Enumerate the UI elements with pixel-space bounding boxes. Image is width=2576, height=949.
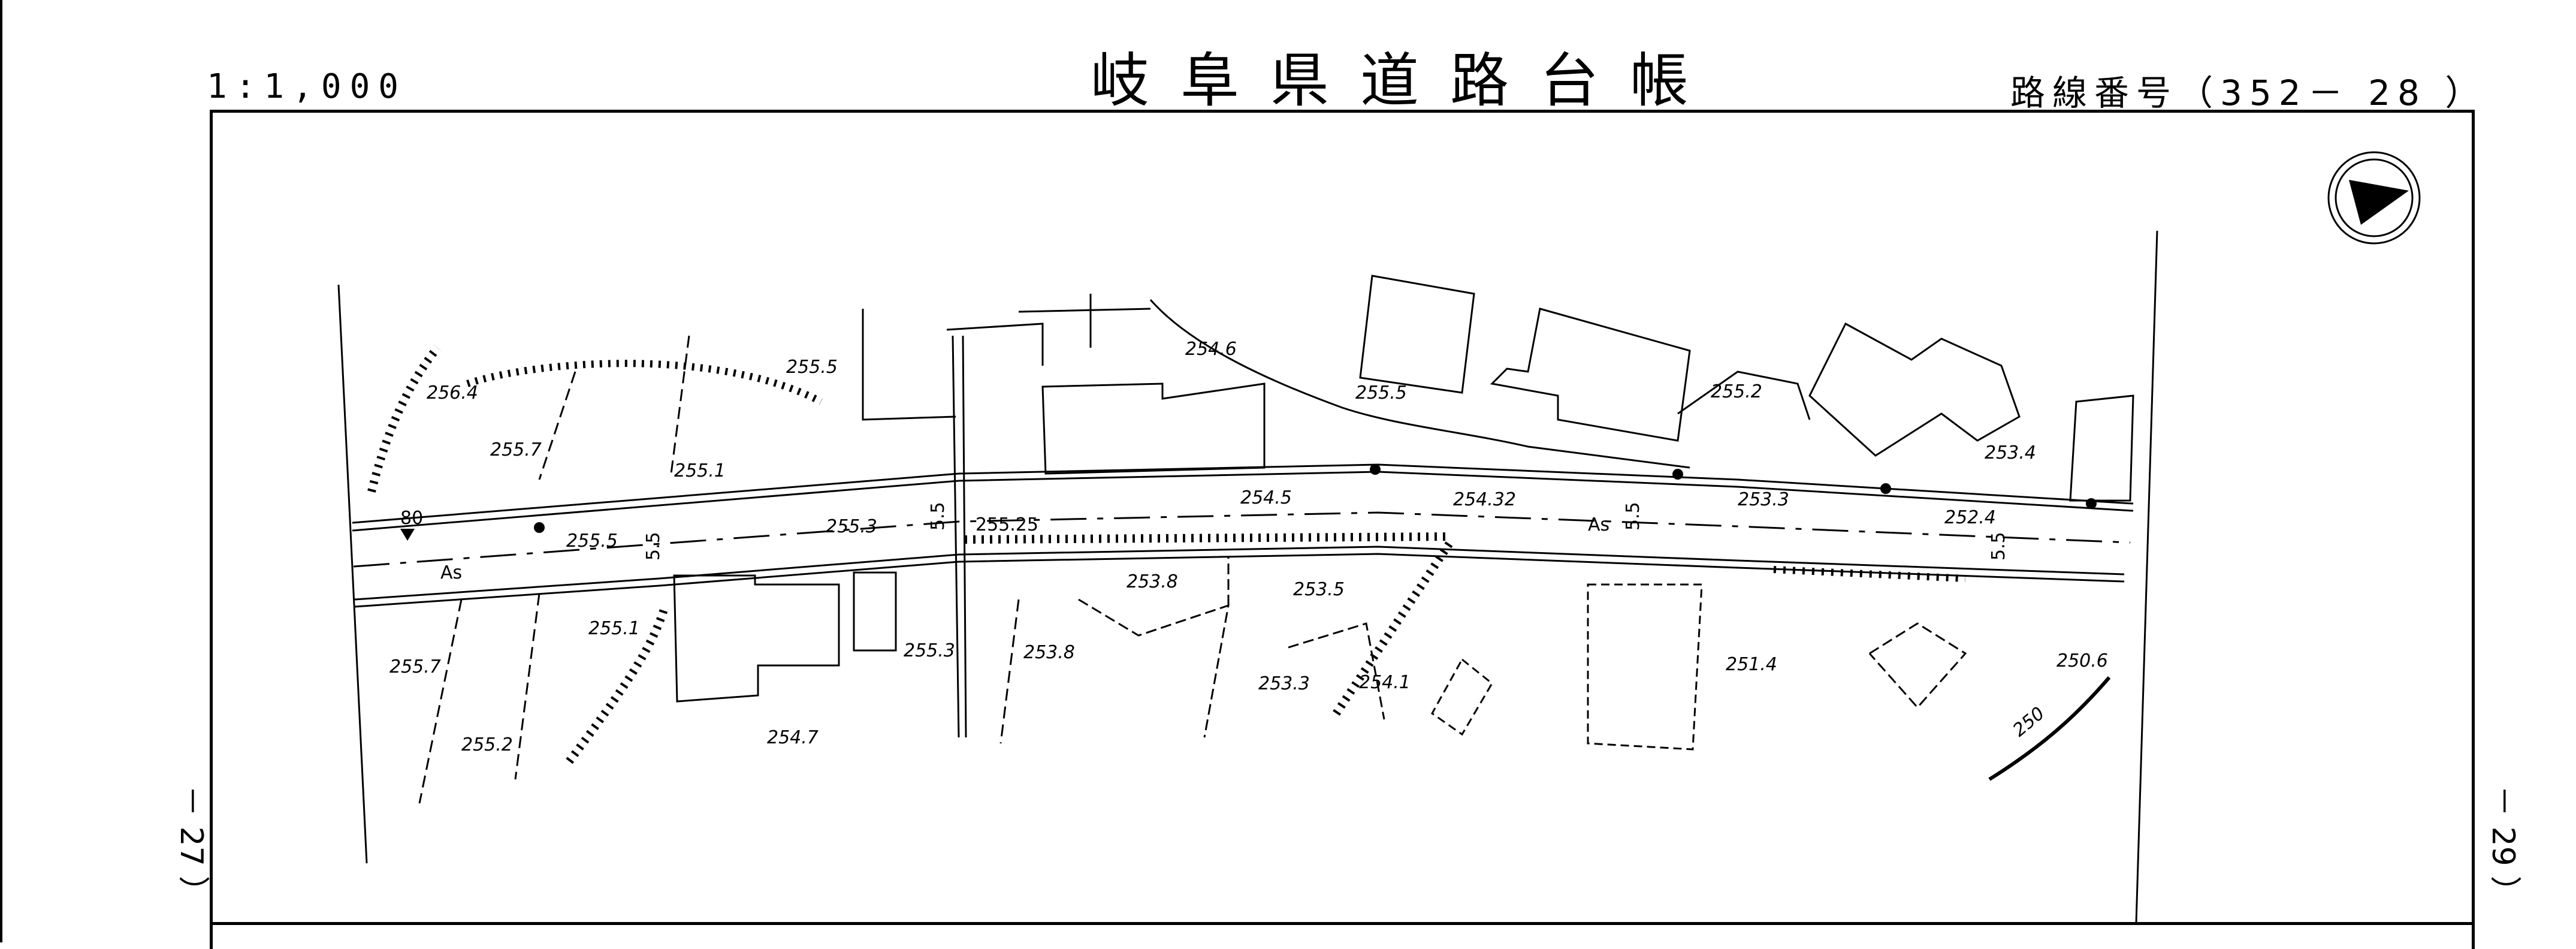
elevation-label: 253.8 — [1023, 642, 1075, 663]
elevation-label: 255.7 — [389, 656, 441, 677]
building — [1431, 658, 1493, 736]
north-arrow-inner — [2335, 158, 2414, 237]
building — [1359, 275, 1475, 394]
contour-label: 250 — [2009, 703, 2049, 742]
road-width: 5.5 — [928, 502, 949, 531]
adjacent-sheet-right[interactable]: － 29 ） — [2485, 785, 2521, 908]
road-edge-north — [352, 463, 2134, 524]
adjacent-sheet-left[interactable]: － 27 ） — [173, 785, 209, 908]
elevation-label: 255.2 — [1711, 381, 1762, 402]
elevation-label: 253.3 — [1738, 489, 1789, 510]
survey-point — [1370, 464, 1381, 475]
elevation-label: 255.3 — [826, 516, 877, 537]
elevation-label: 254.32 — [1453, 489, 1516, 510]
elevation-label: 251.4 — [1726, 654, 1777, 675]
parcel-line — [862, 294, 1151, 421]
elevation-label: 255.5 — [786, 357, 838, 378]
survey-point — [534, 522, 545, 533]
elevation-label: 253.4 — [1985, 442, 2036, 463]
crossing-road — [952, 335, 967, 738]
building — [1041, 382, 1266, 475]
elevation-label: 250.6 — [2056, 650, 2108, 671]
lot — [1587, 583, 1703, 751]
parcel-line — [1288, 622, 1967, 720]
road-marker: 80 — [400, 508, 423, 529]
elevation-label: 254.1 — [1359, 672, 1411, 693]
parcel-line — [1078, 558, 1230, 738]
building — [853, 571, 897, 652]
elevation-label: 255.3 — [904, 640, 955, 661]
road-start-marker — [400, 529, 415, 541]
elevation-label: 254.7 — [767, 727, 819, 748]
elevation-label: 255.2 — [461, 734, 513, 755]
elevation-label: 255.5 — [566, 531, 618, 552]
pavement-label: As — [1588, 514, 1609, 535]
road-edge-south-inner — [354, 553, 2125, 608]
road-center-line — [353, 511, 2131, 568]
slope — [466, 360, 823, 405]
survey-point — [1880, 483, 1891, 494]
elevation-label: 255.1 — [674, 460, 726, 481]
elevation-label: 253.8 — [1127, 571, 1178, 592]
legend-divider — [210, 922, 2475, 925]
building — [1490, 308, 1691, 442]
elevation-label: 253.3 — [1258, 673, 1310, 694]
building — [673, 574, 840, 703]
elevation-label: 255.1 — [588, 618, 640, 639]
road-edge-south — [354, 546, 2125, 601]
ditch-hatch — [964, 532, 1451, 544]
elevation-label: 255.25 — [976, 514, 1038, 535]
ditch-hatch-2 — [1773, 566, 1966, 582]
map-scale: 1:1,000 — [207, 67, 407, 106]
route-number: 路線番号（352－ 28 ） — [2010, 73, 2487, 113]
parcel-line — [418, 335, 1020, 804]
stream — [1149, 299, 1690, 469]
road-width: 5.5 — [1623, 502, 1644, 531]
building — [2069, 394, 2134, 502]
map-frame — [210, 110, 2475, 949]
contour-250 — [1988, 676, 2111, 781]
page-edge — [0, 0, 2, 942]
building — [1808, 322, 2021, 457]
map-edge-right — [2135, 230, 2158, 924]
slope — [367, 345, 441, 493]
elevation-label: 255.7 — [490, 439, 542, 460]
elevation-label: 254.5 — [1240, 487, 1292, 508]
elevation-label: 253.5 — [1293, 579, 1345, 600]
road-width: 5.5 — [1988, 532, 2009, 561]
slope — [1333, 540, 1454, 716]
page-title: 岐阜県道路台帳 — [1091, 47, 1720, 115]
survey-point — [2086, 498, 2097, 509]
elevation-label: 256.4 — [427, 382, 478, 403]
pavement-label: As — [440, 562, 462, 583]
north-arrow-icon — [2349, 180, 2409, 225]
elevation-label: 254.6 — [1185, 339, 1237, 360]
survey-point — [1672, 469, 1683, 480]
map-edge-left — [337, 284, 368, 864]
elevation-label: 252.4 — [1944, 507, 1996, 528]
road-width: 5.5 — [643, 532, 664, 561]
elevation-label: 255.5 — [1355, 382, 1407, 403]
north-arrow-outer — [2327, 151, 2421, 245]
slope — [566, 604, 669, 764]
parcel-line — [1677, 370, 1811, 420]
